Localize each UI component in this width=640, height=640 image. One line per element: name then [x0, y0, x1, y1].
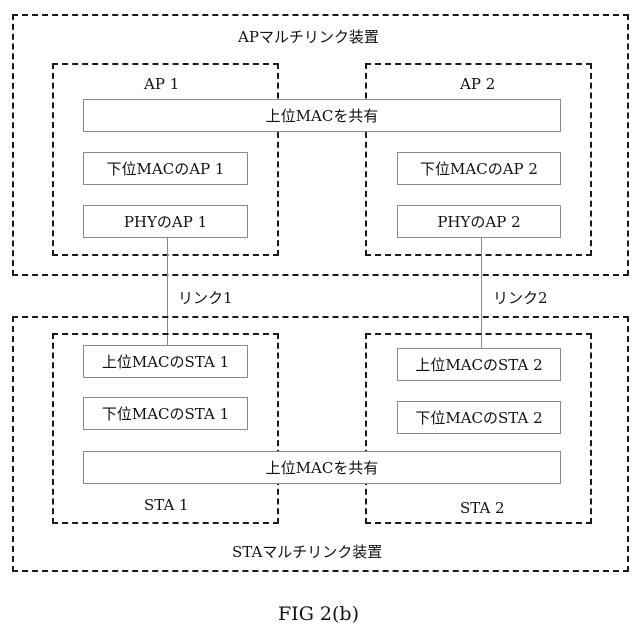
sta2-upper-mac-box: 上位MACのSTA 2 [397, 348, 561, 381]
sta2-label: STA 2 [460, 499, 505, 517]
sta-mld-title: STAマルチリンク装置 [232, 543, 382, 561]
ap1-label: AP 1 [144, 75, 179, 93]
sta1-lower-mac-box: 下位MACのSTA 1 [83, 397, 248, 430]
ap-shared-upper-mac-box: 上位MACを共有 [83, 99, 561, 132]
ap2-label: AP 2 [460, 75, 495, 93]
link1-label: リンク1 [178, 289, 233, 307]
ap2-lower-mac-box: 下位MACのAP 2 [397, 152, 561, 185]
ap2-phy-box: PHYのAP 2 [397, 205, 561, 238]
ap1-phy-box: PHYのAP 1 [83, 205, 248, 238]
figure-caption: FIG 2(b) [278, 603, 359, 625]
sta-shared-upper-mac-box: 上位MACを共有 [83, 451, 561, 484]
sta2-lower-mac-box: 下位MACのSTA 2 [397, 401, 561, 434]
ap-mld-title: APマルチリンク装置 [238, 28, 379, 46]
sta1-upper-mac-box: 上位MACのSTA 1 [83, 345, 248, 378]
link2-label: リンク2 [493, 289, 548, 307]
ap1-lower-mac-box: 下位MACのAP 1 [83, 152, 248, 185]
sta1-label: STA 1 [144, 496, 189, 514]
